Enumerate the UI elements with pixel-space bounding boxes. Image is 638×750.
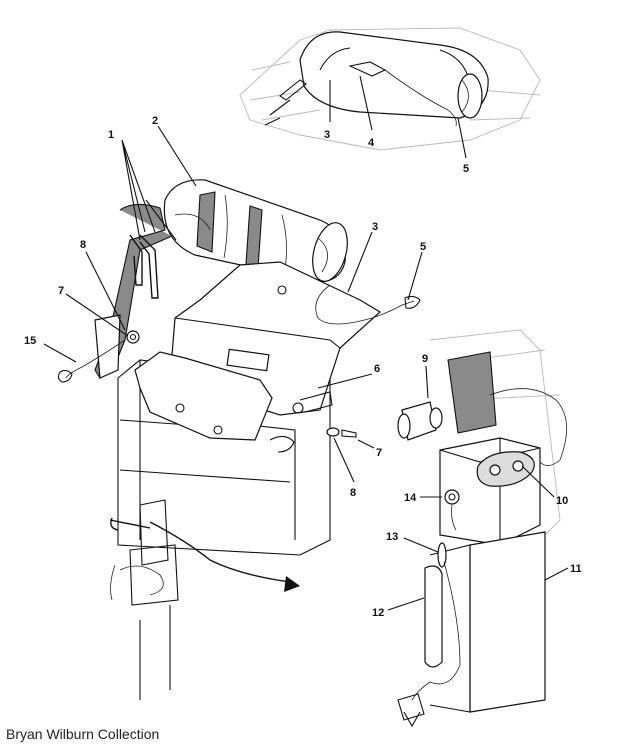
callout-7-right: 7 [376, 447, 382, 459]
credit-caption: Bryan Wilburn Collection [6, 726, 160, 742]
callout-14: 14 [404, 492, 417, 504]
callout-labels: 1 2 3 4 5 3 5 8 7 15 6 7 8 9 10 14 13 11… [24, 115, 582, 619]
callout-11: 11 [570, 563, 582, 575]
rolled-bag [163, 179, 348, 283]
left-post-assembly [57, 199, 177, 383]
callout-6: 6 [374, 363, 380, 375]
callout-2: 2 [152, 115, 158, 127]
callout-9: 9 [422, 353, 428, 365]
callout-8-left: 8 [80, 239, 86, 251]
callout-7-left: 7 [58, 285, 64, 297]
callout-3-inset: 3 [324, 129, 330, 141]
callout-5-main: 5 [420, 241, 426, 253]
leader-lines [43, 75, 569, 611]
cover-flap [134, 261, 421, 441]
callout-4: 4 [368, 137, 375, 149]
lower-left-bracket [109, 499, 300, 700]
callout-12: 12 [372, 607, 384, 619]
bolt-washer-right [326, 427, 357, 438]
callout-1: 1 [108, 129, 114, 141]
callout-5-inset: 5 [463, 163, 469, 175]
callout-3-main: 3 [372, 221, 378, 233]
callout-15: 15 [24, 335, 36, 347]
stowed-bag [299, 31, 489, 127]
callout-13: 13 [386, 531, 398, 543]
callout-10: 10 [556, 495, 568, 507]
inset-stowed-view [239, 27, 541, 151]
callout-8-right: 8 [350, 487, 356, 499]
right-post-assembly [397, 329, 568, 728]
